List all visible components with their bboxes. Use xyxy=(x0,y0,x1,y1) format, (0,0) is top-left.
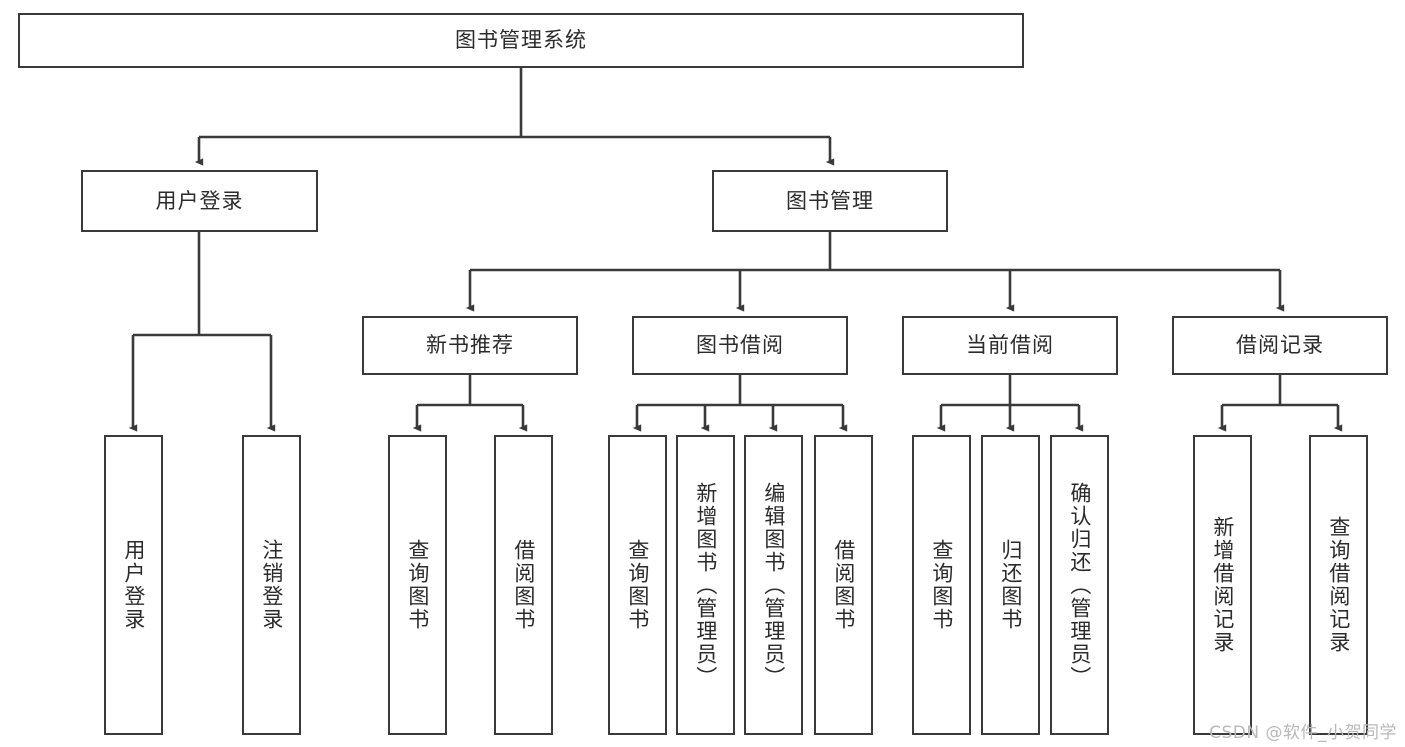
node-leaf-cur-confirm-return-label: 确认归还（管理员） xyxy=(1067,481,1092,689)
node-root[interactable]: 图书管理系统 xyxy=(18,13,1024,68)
node-leaf-rec-query-record-label: 查询借阅记录 xyxy=(1326,516,1351,654)
node-new-book-recommend[interactable]: 新书推荐 xyxy=(362,316,578,375)
node-book-borrow[interactable]: 图书借阅 xyxy=(632,316,848,375)
node-new-book-recommend-label: 新书推荐 xyxy=(426,333,514,358)
node-borrow-records-label: 借阅记录 xyxy=(1236,333,1324,358)
node-leaf-user-login-label: 用户登录 xyxy=(121,539,146,631)
node-leaf-bw-add-book[interactable]: 新增图书（管理员） xyxy=(676,435,735,735)
node-book-management[interactable]: 图书管理 xyxy=(712,170,948,232)
node-leaf-bw-add-book-label: 新增图书（管理员） xyxy=(693,481,718,689)
node-user-login[interactable]: 用户登录 xyxy=(81,170,318,232)
node-leaf-bw-edit-book[interactable]: 编辑图书（管理员） xyxy=(744,435,803,735)
node-leaf-bw-query-book-label: 查询图书 xyxy=(625,539,650,631)
node-borrow-records[interactable]: 借阅记录 xyxy=(1172,316,1388,375)
node-leaf-nb-query-book-label: 查询图书 xyxy=(405,539,430,631)
node-root-label: 图书管理系统 xyxy=(455,28,587,53)
node-leaf-logout[interactable]: 注销登录 xyxy=(242,435,301,735)
node-user-login-label: 用户登录 xyxy=(155,188,244,213)
node-leaf-bw-borrow-book-label: 借阅图书 xyxy=(831,539,856,631)
node-leaf-cur-confirm-return[interactable]: 确认归还（管理员） xyxy=(1050,435,1109,735)
node-leaf-rec-add-record[interactable]: 新增借阅记录 xyxy=(1193,435,1252,735)
node-leaf-bw-query-book[interactable]: 查询图书 xyxy=(608,435,667,735)
node-leaf-nb-borrow-book[interactable]: 借阅图书 xyxy=(494,435,553,735)
node-leaf-cur-return-book[interactable]: 归还图书 xyxy=(981,435,1040,735)
node-leaf-cur-query-book[interactable]: 查询图书 xyxy=(912,435,971,735)
node-book-management-label: 图书管理 xyxy=(786,188,874,213)
node-leaf-nb-query-book[interactable]: 查询图书 xyxy=(388,435,447,735)
node-leaf-user-login[interactable]: 用户登录 xyxy=(104,435,163,735)
node-current-borrow[interactable]: 当前借阅 xyxy=(902,316,1118,375)
node-leaf-bw-borrow-book[interactable]: 借阅图书 xyxy=(814,435,873,735)
csdn-watermark: CSDN @软件_小贺同学 xyxy=(1209,723,1397,743)
node-leaf-nb-borrow-book-label: 借阅图书 xyxy=(511,539,536,631)
node-leaf-bw-edit-book-label: 编辑图书（管理员） xyxy=(761,481,786,689)
node-leaf-rec-query-record[interactable]: 查询借阅记录 xyxy=(1309,435,1368,735)
node-current-borrow-label: 当前借阅 xyxy=(966,333,1054,358)
node-leaf-rec-add-record-label: 新增借阅记录 xyxy=(1210,516,1235,654)
node-leaf-cur-return-book-label: 归还图书 xyxy=(998,539,1023,631)
node-leaf-logout-label: 注销登录 xyxy=(259,539,284,631)
node-leaf-cur-query-book-label: 查询图书 xyxy=(929,539,954,631)
node-book-borrow-label: 图书借阅 xyxy=(696,333,784,358)
